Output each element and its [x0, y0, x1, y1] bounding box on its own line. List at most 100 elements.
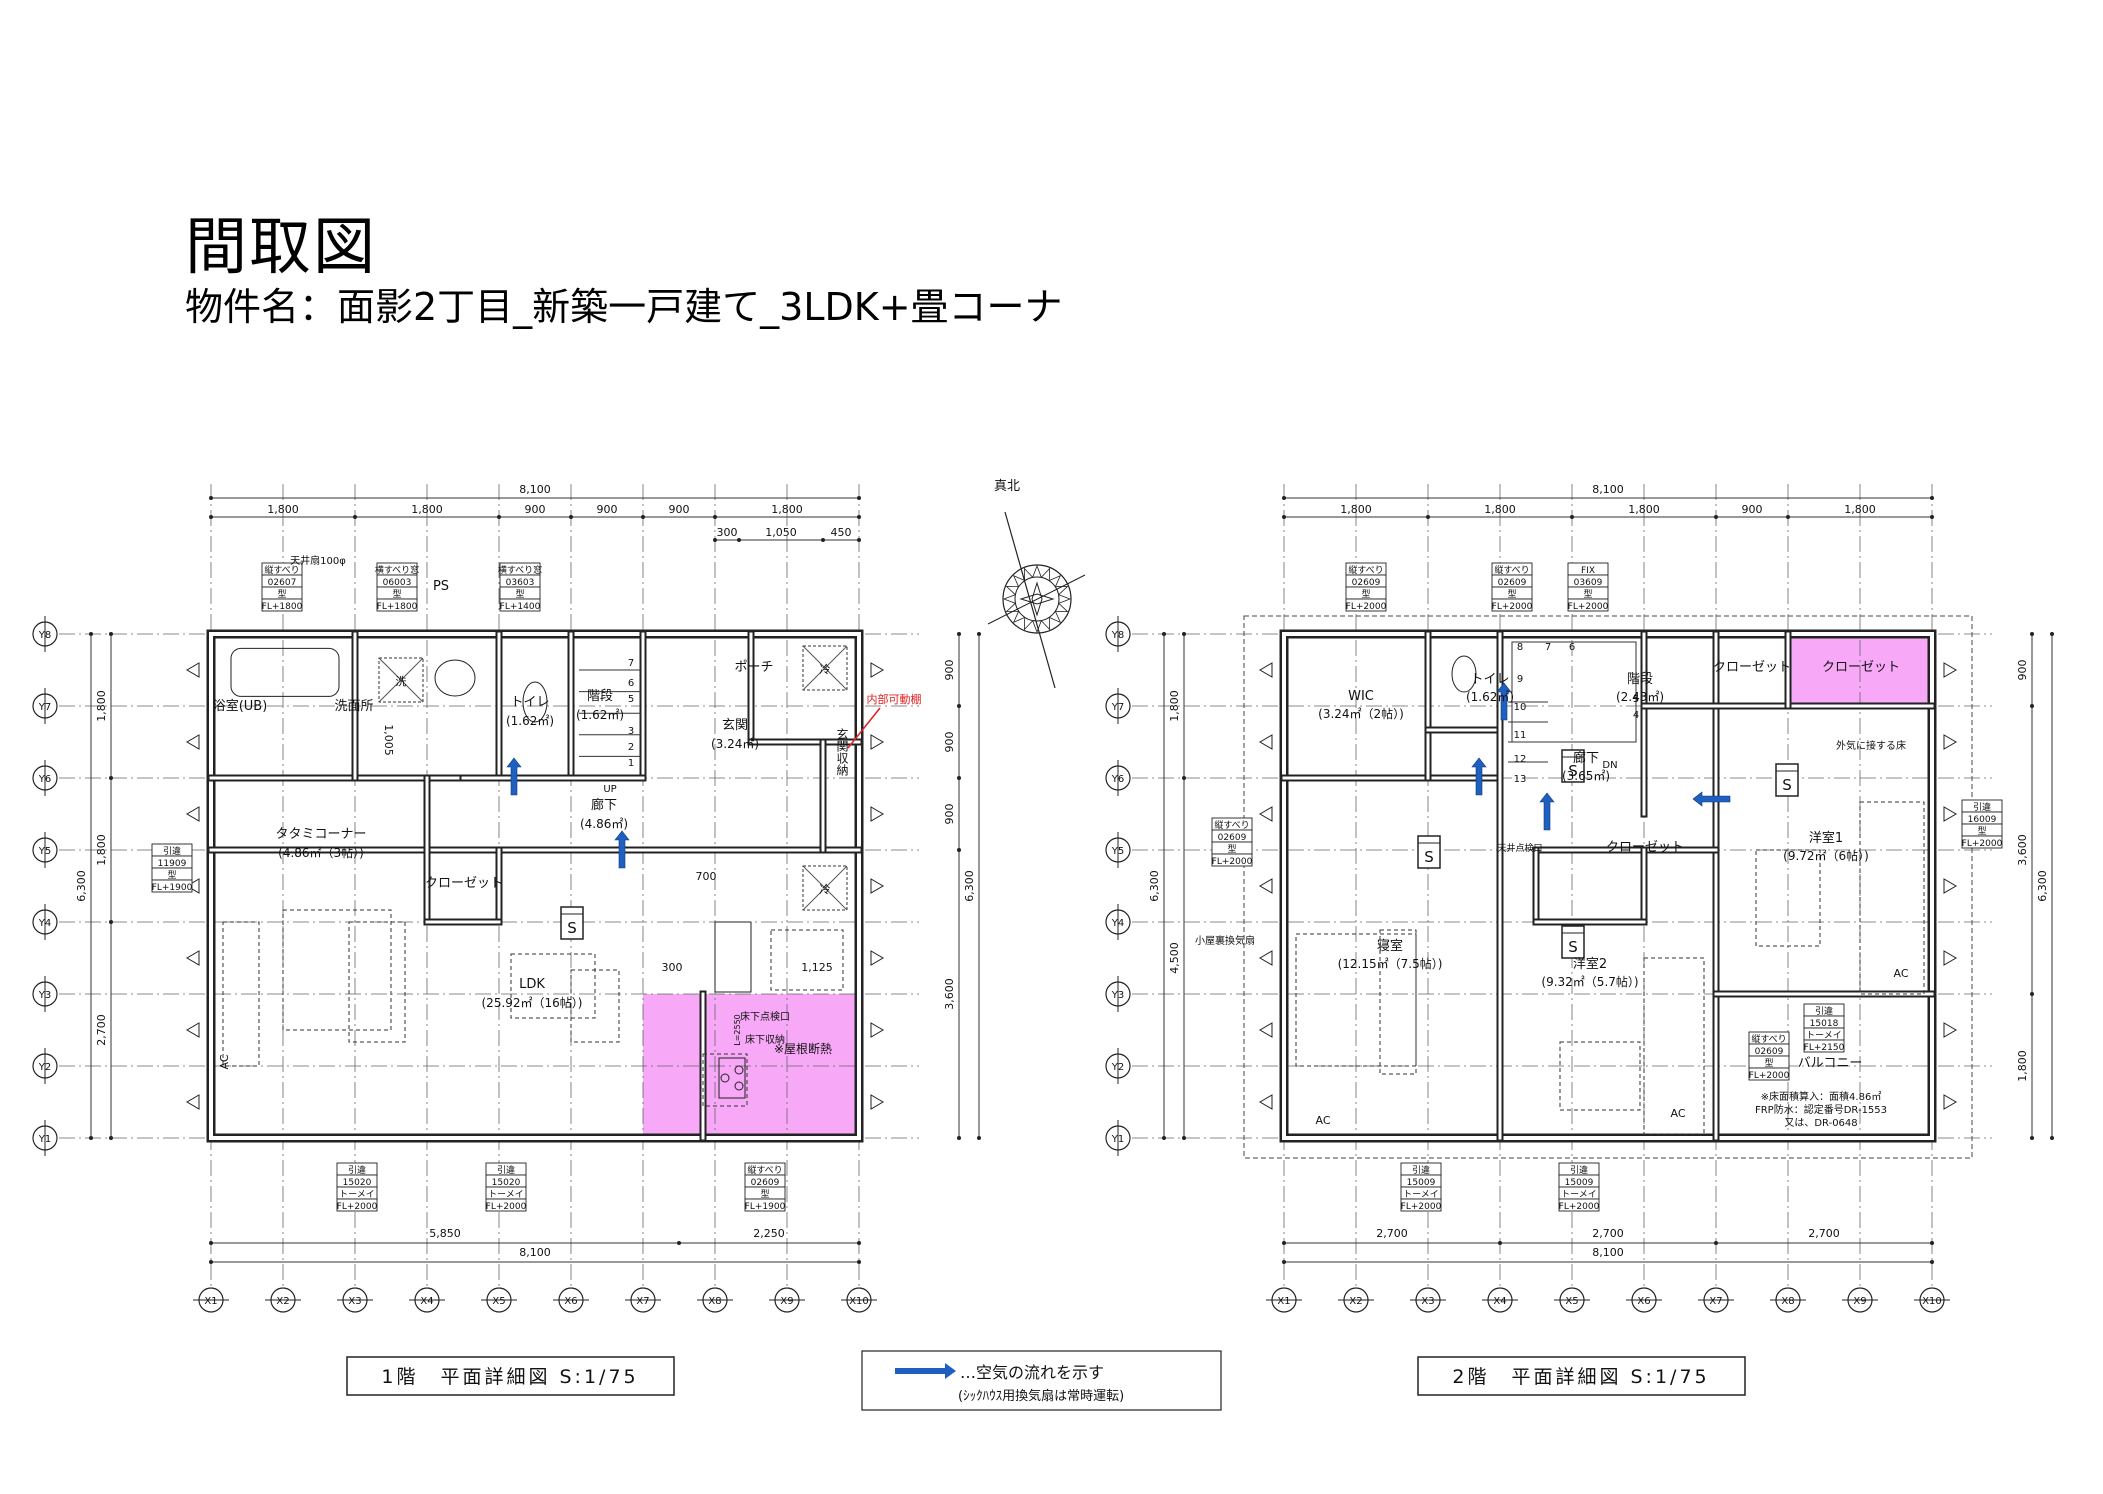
dimension-tick — [857, 496, 861, 500]
grid-label-y: Y4 — [1111, 918, 1124, 929]
dimension-value: 2,250 — [753, 1227, 785, 1240]
annotation-dn: DN — [1602, 760, 1617, 771]
window-tag-cell — [336, 1198, 378, 1212]
vent-marker-icon — [870, 1094, 884, 1110]
room-area: (1.62㎡) — [506, 714, 554, 728]
room-label: 階段 — [587, 689, 613, 704]
compass-ray — [1058, 594, 1072, 604]
grid-label-x: X10 — [849, 1296, 869, 1307]
furniture-outline — [222, 921, 260, 1067]
window-tag-text: 06003 — [383, 578, 412, 588]
window-tag-cell — [1211, 853, 1253, 867]
grid-label-x: X9 — [780, 1296, 793, 1307]
window-tag-text: 引違 — [348, 1164, 366, 1176]
room-label: トイレ — [1470, 672, 1509, 687]
dimension-tick — [641, 515, 645, 519]
window-tag-text: 02609 — [1755, 1047, 1784, 1057]
window-tag-text: FL+2000 — [1346, 602, 1387, 612]
room-area: (3.24㎡) — [711, 737, 759, 751]
property-name: 物件名：面影2丁目_新築一戸建て_3LDK+畳コーナ — [185, 285, 1063, 329]
legend-box — [861, 1350, 1222, 1411]
room-label: WIC — [1348, 689, 1374, 704]
vent-marker-icon — [1943, 1094, 1957, 1110]
grid-label-y: Y6 — [38, 774, 51, 785]
dimension-value: 8,100 — [519, 1246, 551, 1259]
cross-line — [378, 657, 424, 703]
dimension-value: 1,800 — [95, 834, 108, 866]
grid-label-y: Y2 — [38, 1062, 51, 1073]
dimension-value: 8,100 — [1592, 483, 1624, 496]
room-area: (4.86㎡（3帖）) — [278, 845, 364, 860]
furniture-outline — [770, 929, 844, 991]
furniture-outline — [1755, 849, 1821, 947]
compass-ray — [1040, 617, 1051, 631]
compass-ray — [1002, 594, 1016, 604]
room-area: (1.62㎡) — [1466, 690, 1514, 704]
window-tag-text: トーメイ — [339, 1190, 375, 1200]
dimension-value: 900 — [2016, 660, 2029, 681]
true-north-label: 真北 — [994, 479, 1020, 494]
window-tag-cell — [485, 1198, 527, 1212]
dimension-value: 5,850 — [429, 1227, 461, 1240]
dimension-tick — [1714, 1241, 1718, 1245]
fridge-icon: 冷 — [820, 883, 831, 896]
compass-ray — [1005, 585, 1019, 596]
furniture-outline — [1643, 957, 1705, 1135]
dimension-tick — [957, 1136, 961, 1140]
exterior-wall-core — [1282, 632, 1934, 1140]
room-label: ポーチ — [734, 660, 773, 675]
window-tag-text: FL+2000 — [1749, 1071, 1790, 1081]
window-tag-text: 型 — [1361, 589, 1370, 600]
window-tag-text: FL+2000 — [486, 1202, 527, 1212]
cross-line — [802, 645, 848, 691]
airflow-arrow-icon — [1539, 792, 1555, 831]
room-label: クローゼット — [1822, 660, 1900, 675]
dimension-tick — [89, 1136, 93, 1140]
dimension-tick — [1498, 1241, 1502, 1245]
room-area: (2.43㎡) — [1616, 690, 1664, 704]
switch-symbol-label: S — [1782, 776, 1792, 794]
dimension-tick — [1570, 515, 1574, 519]
window-tag-cell — [744, 1198, 786, 1212]
window-tag-text: 型 — [515, 589, 524, 600]
dimension-tick — [2030, 1136, 2034, 1140]
window-tag-text: 11909 — [158, 859, 187, 869]
drawing-caption-box — [346, 1356, 675, 1396]
annotation-floor-storage: 床下収納 — [745, 1033, 785, 1046]
room-label: 階段 — [1627, 672, 1653, 687]
dimension-tick — [737, 538, 741, 542]
floor2-caption: 2階 平面詳細図 S:1/75 — [1452, 1366, 1709, 1388]
window-tag-text: 15009 — [1565, 1178, 1594, 1188]
dimension-tick — [1282, 496, 1286, 500]
window-tag-text: 縦すべり — [1348, 564, 1383, 576]
dimension-tick — [209, 1260, 213, 1264]
dimension-tick — [1162, 632, 1166, 636]
window-tag-text: 02609 — [1218, 833, 1247, 843]
dimension-tick — [977, 1136, 981, 1140]
window-tag-text: FL+2000 — [1962, 839, 2003, 849]
grid-label-x: X1 — [204, 1296, 217, 1307]
stair-outline — [1511, 641, 1637, 743]
furniture-outline — [570, 969, 620, 1043]
window-tag-text: 型 — [167, 870, 176, 881]
window-tag-cell — [1748, 1067, 1790, 1081]
switch-symbol-icon — [1775, 763, 1799, 797]
room-label: クローゼット — [1713, 660, 1791, 675]
dimension-value: 1,800 — [1844, 503, 1876, 516]
dimension-tick — [957, 776, 961, 780]
window-tag-text: 型 — [1977, 826, 1986, 837]
switch-symbol-icon — [1561, 925, 1585, 959]
window-tag-text: 02609 — [1352, 578, 1381, 588]
grid-label-x: X3 — [1421, 1296, 1434, 1307]
grid-label-y: Y8 — [38, 630, 51, 641]
dimension-value: 8,100 — [1592, 1246, 1624, 1259]
compass-ray — [1032, 620, 1042, 634]
grid-label-x: X8 — [708, 1296, 721, 1307]
window-tag-text: 16009 — [1968, 815, 1997, 825]
dimension-tick — [821, 538, 825, 542]
grid-label-x: X6 — [1637, 1296, 1650, 1307]
compass-ray — [1048, 574, 1062, 588]
airflow-arrow-icon — [506, 757, 522, 796]
stair-step-number: 5 — [628, 694, 634, 705]
